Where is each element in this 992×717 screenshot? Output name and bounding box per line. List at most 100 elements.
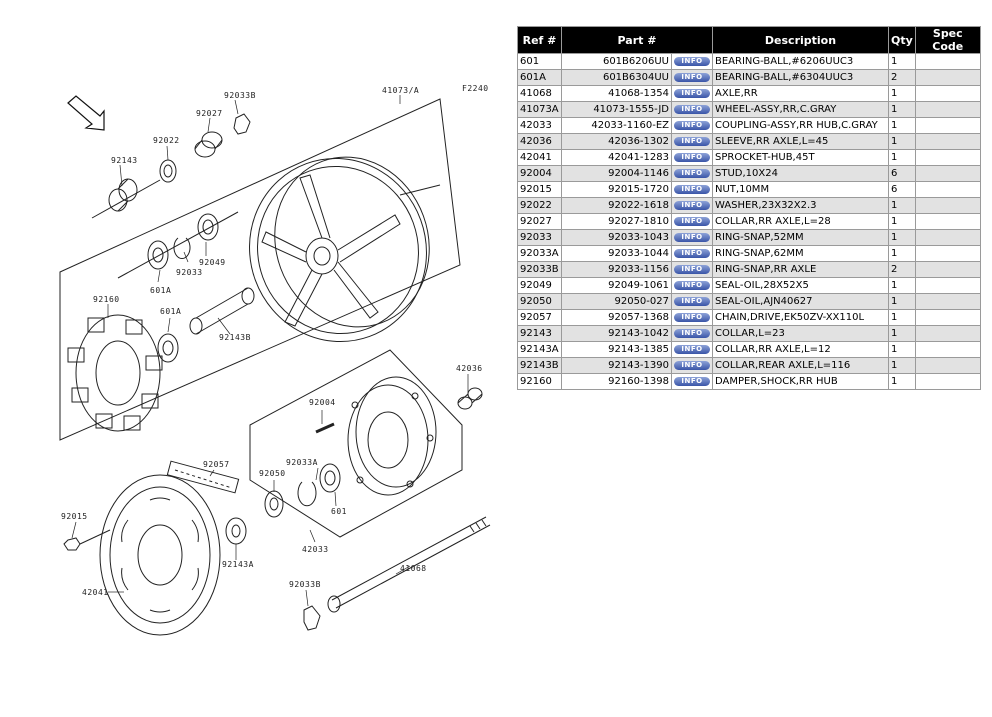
part-number-cell: 92049-1061 (561, 277, 672, 294)
description-cell: SEAL-OIL,AJN40627 (712, 293, 889, 310)
part-number-cell: 92143-1385 (561, 341, 672, 358)
qty-cell: 1 (888, 245, 916, 262)
callout-92022: 92022 (153, 136, 180, 145)
qty-cell: 1 (888, 277, 916, 294)
qty-cell: 1 (888, 53, 916, 70)
ref-cell: 92033B (517, 261, 562, 278)
qty-cell: 1 (888, 293, 916, 310)
drive-chain-92057-icon (166, 460, 240, 494)
ref-cell: 601A (517, 69, 562, 86)
part-number-cell: 92033-1044 (561, 245, 672, 262)
info-button[interactable]: INFO (674, 328, 710, 338)
snap-ring-92033-icon (173, 237, 191, 259)
table-header-row: Ref # Part # Description Qty Spec Code (517, 26, 981, 54)
description-cell: CHAIN,DRIVE,EK50ZV-XX110L (712, 309, 889, 326)
exploded-view-drawing (59, 95, 491, 636)
spec-code-cell (914, 117, 981, 134)
info-button[interactable]: INFO (674, 184, 710, 194)
info-button[interactable]: INFO (674, 200, 710, 210)
column-header-part: Part # (561, 26, 713, 54)
info-button[interactable]: INFO (674, 344, 710, 354)
part-number-cell: 92160-1398 (561, 373, 672, 390)
info-cell: INFO (671, 85, 713, 102)
spec-code-cell (914, 69, 981, 86)
info-button[interactable]: INFO (674, 248, 710, 258)
info-button[interactable]: INFO (674, 136, 710, 146)
qty-cell: 1 (888, 229, 916, 246)
callout-92033A: 92033A (286, 458, 318, 467)
spec-code-cell (914, 85, 981, 102)
leader-lines (71, 95, 469, 607)
ref-cell: 92022 (517, 197, 562, 214)
info-cell: INFO (671, 277, 713, 294)
spec-code-cell (914, 197, 981, 214)
info-button[interactable]: INFO (674, 168, 710, 178)
description-cell: COLLAR,RR AXLE,L=12 (712, 341, 889, 358)
info-cell: INFO (671, 261, 713, 278)
info-button[interactable]: INFO (674, 56, 710, 66)
description-cell: BEARING-BALL,#6304UUC3 (712, 69, 889, 86)
spec-code-cell (914, 357, 981, 374)
ref-cell: 92143A (517, 341, 562, 358)
collar-92143B-icon (189, 287, 255, 335)
collar-92143A-icon (225, 517, 247, 545)
callout-42041: 42041 (82, 588, 109, 597)
spec-code-cell (914, 341, 981, 358)
spec-code-cell (914, 53, 981, 70)
callout-92033B-lower: 92033B (289, 580, 321, 589)
info-cell: INFO (671, 69, 713, 86)
info-cell: INFO (671, 165, 713, 182)
ref-cell: 42041 (517, 149, 562, 166)
spec-code-cell (914, 133, 981, 150)
hub-assy-outline (249, 349, 463, 538)
snap-ring-92033B-icon (233, 113, 251, 135)
info-button[interactable]: INFO (674, 280, 710, 290)
part-number-cell: 42033-1160-EZ (561, 117, 672, 134)
ref-cell: 92143 (517, 325, 562, 342)
description-cell: RING-SNAP,62MM (712, 245, 889, 262)
part-number-cell: 601B6304UU (561, 69, 672, 86)
part-number-cell: 92033-1156 (561, 261, 672, 278)
info-button[interactable]: INFO (674, 152, 710, 162)
callout-41073A: 41073/A (382, 86, 420, 95)
description-cell: COLLAR,RR AXLE,L=28 (712, 213, 889, 230)
part-number-cell: 92057-1368 (561, 309, 672, 326)
stud-92004-icon (315, 422, 335, 434)
info-cell: INFO (671, 117, 713, 134)
bearing-601A-icon (147, 240, 169, 270)
part-number-cell: 92004-1146 (561, 165, 672, 182)
info-button[interactable]: INFO (674, 216, 710, 226)
ref-cell: 92049 (517, 277, 562, 294)
description-cell: NUT,10MM (712, 181, 889, 198)
part-number-cell: 42036-1302 (561, 133, 672, 150)
info-button[interactable]: INFO (674, 88, 710, 98)
info-cell: INFO (671, 149, 713, 166)
info-button[interactable]: INFO (674, 264, 710, 274)
info-cell: INFO (671, 373, 713, 390)
ref-cell: 92050 (517, 293, 562, 310)
info-button[interactable]: INFO (674, 120, 710, 130)
info-button[interactable]: INFO (674, 232, 710, 242)
info-button[interactable]: INFO (674, 376, 710, 386)
info-button[interactable]: INFO (674, 360, 710, 370)
callout-42036: 42036 (456, 364, 483, 373)
callout-601A-lower: 601A (160, 307, 182, 316)
description-cell: SPROCKET-HUB,45T (712, 149, 889, 166)
info-button[interactable]: INFO (674, 104, 710, 114)
info-button[interactable]: INFO (674, 296, 710, 306)
ref-cell: 92160 (517, 373, 562, 390)
part-number-cell: 92050-027 (561, 293, 672, 310)
part-number-cell: 92143-1390 (561, 357, 672, 374)
qty-cell: 1 (888, 85, 916, 102)
info-button[interactable]: INFO (674, 312, 710, 322)
info-cell: INFO (671, 293, 713, 310)
info-button[interactable]: INFO (674, 72, 710, 82)
callout-92143: 92143 (111, 156, 138, 165)
spec-code-cell (914, 325, 981, 342)
